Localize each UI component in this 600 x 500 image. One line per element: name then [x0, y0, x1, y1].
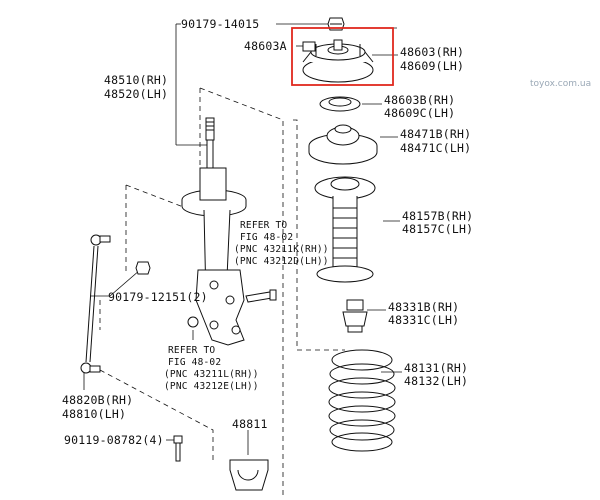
- refer-note-2-line2: FIG 48-02: [168, 357, 222, 368]
- highlight-box: [291, 27, 394, 86]
- label-48157B-rh: 48157B(RH): [402, 209, 474, 223]
- label-48609-lh: 48609(LH): [400, 59, 465, 73]
- top-nut: [327, 17, 345, 31]
- bearing: [319, 96, 361, 112]
- label-48520-lh: 48520(LH): [104, 87, 169, 101]
- upper-support-mount: [302, 39, 374, 83]
- label-90179-12151: 90179-12151(2): [108, 290, 208, 304]
- dust-boot: [314, 176, 376, 283]
- label-48331B-rh: 48331B(RH): [388, 300, 460, 314]
- label-48820B-rh: 48820B(RH): [62, 393, 134, 407]
- label-48609C-lh: 48609C(LH): [384, 106, 456, 120]
- label-48132-lh: 48132(LH): [404, 374, 469, 388]
- label-48331C-lh: 48331C(LH): [388, 313, 460, 327]
- label-48510-rh: 48510(RH): [104, 73, 169, 87]
- refer-note-2-line4: (PNC 43212E(LH)): [164, 381, 259, 392]
- label-48603A: 48603A: [244, 39, 287, 53]
- coil-spring: [328, 349, 396, 452]
- refer-note-2-line3: (PNC 43211L(RH)): [164, 369, 259, 380]
- watermark: toyox.com.ua: [530, 79, 592, 89]
- label-48157C-lh: 48157C(LH): [402, 222, 474, 236]
- dashed-outlines: [99, 27, 397, 495]
- bump-stopper: [342, 299, 368, 333]
- bolt: [173, 435, 183, 462]
- label-48603-rh: 48603(RH): [400, 45, 465, 59]
- label-48603B-rh: 48603B(RH): [384, 93, 456, 107]
- refer-note-1-line2: FIG 48-02: [240, 232, 294, 243]
- label-48811: 48811: [232, 417, 268, 431]
- mount-nut: [187, 316, 199, 328]
- shock-absorber: [181, 117, 277, 346]
- label-90179-14015: 90179-14015: [181, 17, 260, 31]
- label-48471B-rh: 48471B(RH): [400, 127, 472, 141]
- label-48471C-lh: 48471C(LH): [400, 141, 472, 155]
- stabilizer-link-nut: [135, 261, 151, 275]
- refer-note-1-line4: (PNC 43212D(LH)): [234, 256, 329, 267]
- refer-note-2-line1: REFER TO: [168, 345, 216, 356]
- refer-note-1-line3: (PNC 43211K(RH)): [234, 244, 329, 255]
- label-90119-08782: 90119-08782(4): [64, 433, 164, 447]
- label-48810-lh: 48810(LH): [62, 407, 127, 421]
- stabilizer-link: [80, 234, 111, 374]
- upper-spring-seat: [308, 124, 378, 165]
- stabilizer-bushing: [229, 459, 269, 491]
- label-48131-rh: 48131(RH): [404, 361, 469, 375]
- refer-note-1-line1: REFER TO: [240, 220, 288, 231]
